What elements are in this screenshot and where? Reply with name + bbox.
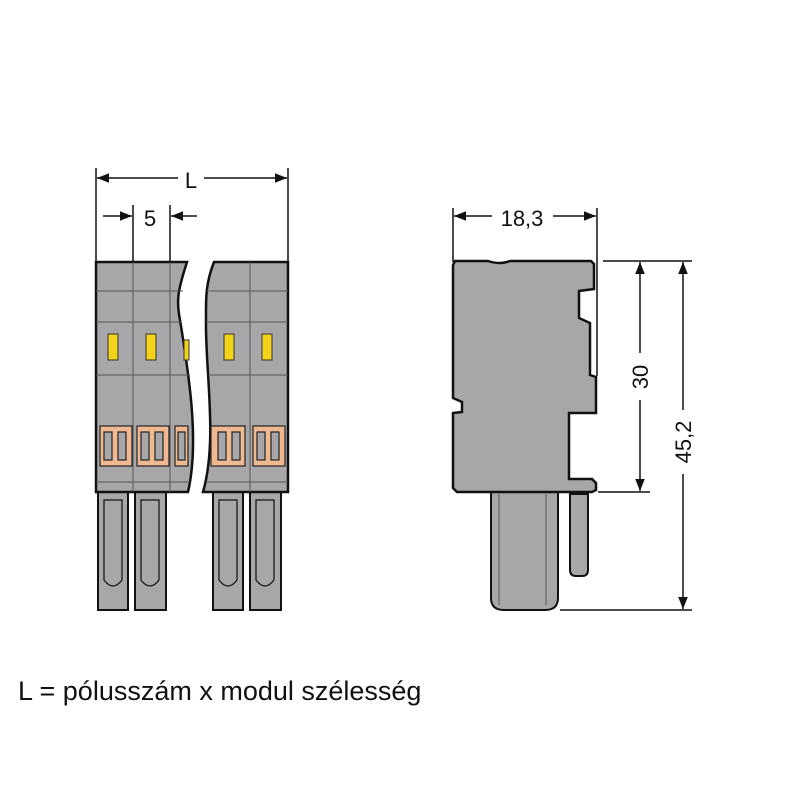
front-view: L 5 (94, 168, 290, 611)
dimension-pitch (103, 205, 197, 262)
side-pin (490, 491, 559, 611)
side-view: 18,3 30 45,2 (451, 206, 696, 611)
pins (97, 491, 282, 611)
dim-width-label: 18,3 (501, 206, 544, 231)
dim-pitch-label: 5 (144, 206, 156, 231)
side-body (451, 259, 598, 494)
dimension-width (452, 208, 598, 376)
dim-total-label: L (185, 168, 197, 193)
side-small-pin (569, 493, 589, 577)
latches (107, 333, 273, 361)
dimension-heights (560, 260, 692, 611)
dim-height-body-label: 30 (628, 365, 653, 389)
dim-height-total-label: 45,2 (671, 421, 696, 464)
dimension-L (95, 168, 289, 262)
contacts (99, 425, 286, 467)
caption: L = pólusszám x modul szélesség (18, 676, 422, 706)
